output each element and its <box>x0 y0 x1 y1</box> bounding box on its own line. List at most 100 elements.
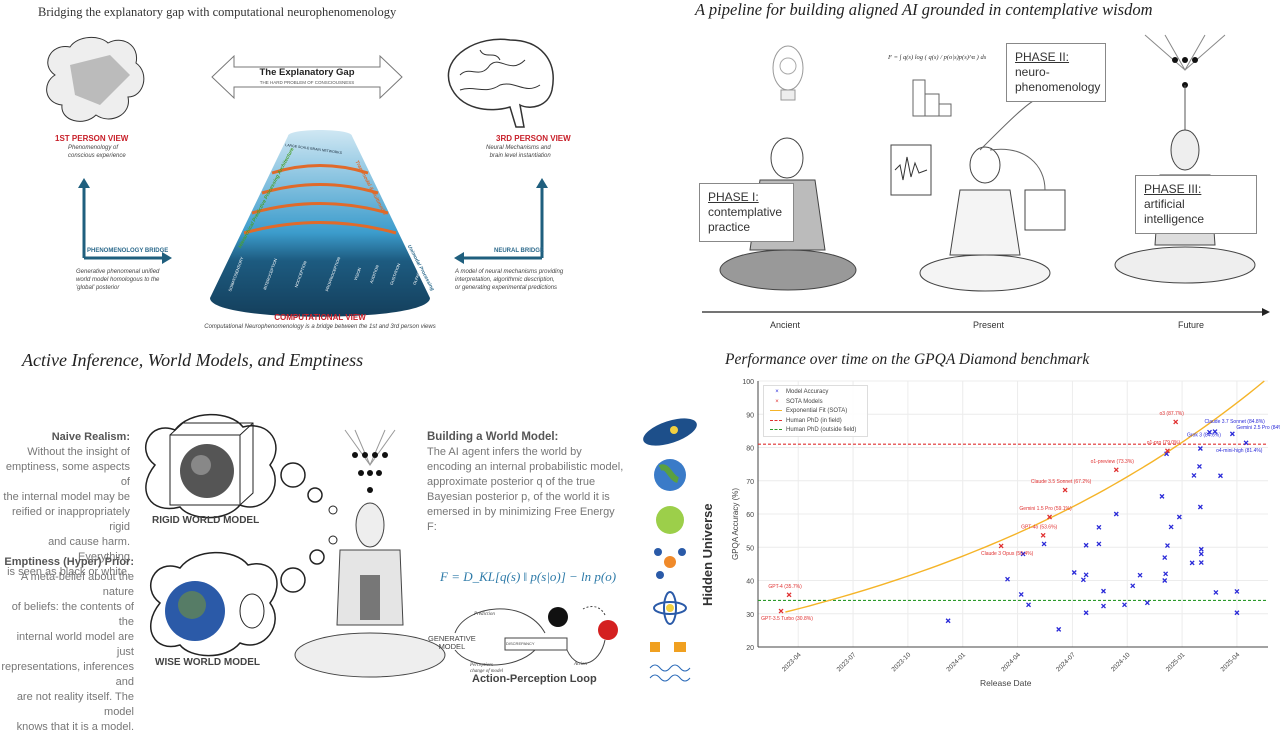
x-tick-label: 2023-07 <box>836 651 858 673</box>
sota-point <box>778 608 784 614</box>
model-point <box>1122 602 1127 608</box>
model-label: Claude 3.7 Sonnet (84.8%) <box>1205 419 1266 425</box>
text-line: the internal model may be <box>3 491 130 503</box>
timeline-future: Future <box>1178 320 1205 330</box>
x-tick-label: 2024-07 <box>1055 651 1077 673</box>
y-tick-label: 70 <box>746 479 754 486</box>
timeline-ancient: Ancient <box>770 320 801 330</box>
legend-item: ×Model Accuracy <box>775 389 829 395</box>
atom-icon <box>653 601 687 615</box>
quark-icon <box>650 642 686 652</box>
model-point <box>1101 588 1106 594</box>
action-perception-loop-diagram <box>454 606 618 666</box>
third-person-desc: Neural Mechanisms and brain level instan… <box>486 144 551 160</box>
y-tick-label: 60 <box>746 512 754 519</box>
x-tick-label: 2025-01 <box>1165 651 1187 673</box>
model-point <box>1026 602 1031 608</box>
legend-item: ×SOTA Models <box>775 398 823 405</box>
model-point <box>1176 514 1182 520</box>
phase1-title: PHASE I: <box>708 190 759 204</box>
text-line: GENERATIVE <box>428 634 476 643</box>
desc-line: or generating experimental predictions <box>455 285 558 291</box>
y-tick-label: 80 <box>746 446 754 453</box>
text-line: internal world model are just <box>16 631 134 658</box>
phenomenology-bridge-arrow-icon <box>78 178 172 264</box>
neural-bridge-desc: A model of neural mechanisms providing i… <box>455 268 563 292</box>
legend-label: Human PhD (in field) <box>786 417 842 424</box>
planet-icon <box>656 506 684 534</box>
free-energy-formula: F = D_KL[q(s) ‖ p(s|o)] − ln p(o) <box>440 569 617 584</box>
model-point <box>1234 610 1240 616</box>
phenomenology-bridge-label: PHENOMENOLOGY BRIDGE <box>87 248 169 254</box>
model-point <box>1071 570 1077 575</box>
model-point <box>1020 551 1026 557</box>
model-point <box>1083 610 1089 616</box>
sota-label: GPT-3.5 Turbo (30.8%) <box>761 616 813 622</box>
neural-bridge-label: NEURAL BRIDGE <box>494 248 544 254</box>
phase1-box: PHASE I: contemplative practice <box>699 183 794 242</box>
rigid-world-model-label: RIGID WORLD MODEL <box>152 515 260 526</box>
third-person-label: 3RD PERSON VIEW <box>496 134 571 143</box>
computational-view-desc: Computational Neurophenomenology is a br… <box>204 324 436 330</box>
discrepancy-label: DISCREPANCY <box>506 641 535 646</box>
sota-label: GPT-4 (35.7%) <box>768 584 802 590</box>
sota-point <box>786 592 792 598</box>
building-world-model-text: Building a World Model: The AI agent inf… <box>427 430 627 535</box>
x-tick-label: 2025-04 <box>1220 651 1242 673</box>
generative-model-label: GENERATIVE MODEL <box>428 635 476 651</box>
text-line: Bayesian posterior p, of the world it is <box>427 491 610 503</box>
legend-item: Human PhD (outside field) <box>768 426 863 436</box>
model-label: o4-mini-high (81.4%) <box>1216 448 1263 454</box>
text-line: The AI agent infers the world by <box>427 446 582 458</box>
first-person-label: 1ST PERSON VIEW <box>55 134 129 143</box>
model-point <box>1113 511 1119 517</box>
model-point <box>1130 583 1136 589</box>
chart-legend: ×Model Accuracy ×SOTA Models Exponential… <box>763 385 868 437</box>
phase2-box: PHASE II: neuro- phenomenology <box>1006 43 1106 102</box>
desc-line: Phenomenology of <box>68 145 119 151</box>
first-person-desc: Phenomenology of conscious experience <box>68 144 126 160</box>
model-label: Gemini 2.5 Pro (84%) <box>1236 425 1280 431</box>
y-tick-label: 40 <box>746 579 754 586</box>
model-point <box>1144 600 1150 606</box>
model-point <box>1162 555 1168 561</box>
text-line: is seen as black or white. <box>7 566 130 578</box>
double-arrow-icon <box>211 54 403 100</box>
text-line: of beliefs: the contents of the <box>11 601 134 628</box>
text-line: Without the insight of <box>27 446 130 458</box>
sota-point <box>1062 487 1068 493</box>
sota-point <box>1047 514 1053 520</box>
neural-bridge-arrow-icon <box>454 178 548 264</box>
computational-cone-diagram <box>210 130 430 317</box>
model-point <box>1137 572 1143 578</box>
rigid-world-cloud-illustration <box>145 413 277 519</box>
desc-line: Generative phenomenal unified <box>76 269 160 275</box>
chart-title: Performance over time on the GPQA Diamon… <box>725 351 1090 368</box>
text-line: and cause harm. Everything <box>48 536 130 563</box>
model-point <box>1096 524 1102 530</box>
text-line: encoding an internal probabilistic model… <box>427 461 624 473</box>
x-tick-label: 2023-10 <box>890 651 912 673</box>
emptiness-prior-text: Emptiness (Hyper) Prior: A meta-belief a… <box>0 555 134 735</box>
sota-label: o3 (87.7%) <box>1159 411 1184 417</box>
text-line: A meta-belief about the nature <box>20 571 134 598</box>
phase3-title: PHASE III: <box>1144 182 1202 196</box>
model-point <box>1083 572 1089 578</box>
sota-point <box>1165 448 1170 454</box>
naive-realism-text: Naive Realism: Without the insight of em… <box>0 430 130 580</box>
phase2-title: PHASE II: <box>1015 50 1070 64</box>
y-tick-label: 90 <box>746 412 754 419</box>
text-line: emersed in by minimizing Free Energy F: <box>427 506 615 533</box>
wise-world-model-label: WISE WORLD MODEL <box>155 657 260 668</box>
sota-label: Gemini 1.5 Pro (59.1%) <box>1019 506 1072 512</box>
model-point <box>1163 571 1169 577</box>
model-point <box>1197 504 1203 510</box>
gap-subtitle: THE HARD PROBLEM OF CONSCIOUSNESS <box>259 80 355 85</box>
x-tick-label: 2023-04 <box>781 651 803 673</box>
formula-text: F = ∫ q(s) log ( q(s) / p(o|s)p(s)^α ) d… <box>888 54 987 61</box>
sota-label: GPT-4o (53.6%) <box>1021 524 1057 530</box>
exponential-fit-line <box>785 380 1265 613</box>
desc-line: conscious experience <box>68 153 126 159</box>
model-point <box>1198 560 1204 566</box>
naive-realism-title: Naive Realism: <box>51 431 130 443</box>
